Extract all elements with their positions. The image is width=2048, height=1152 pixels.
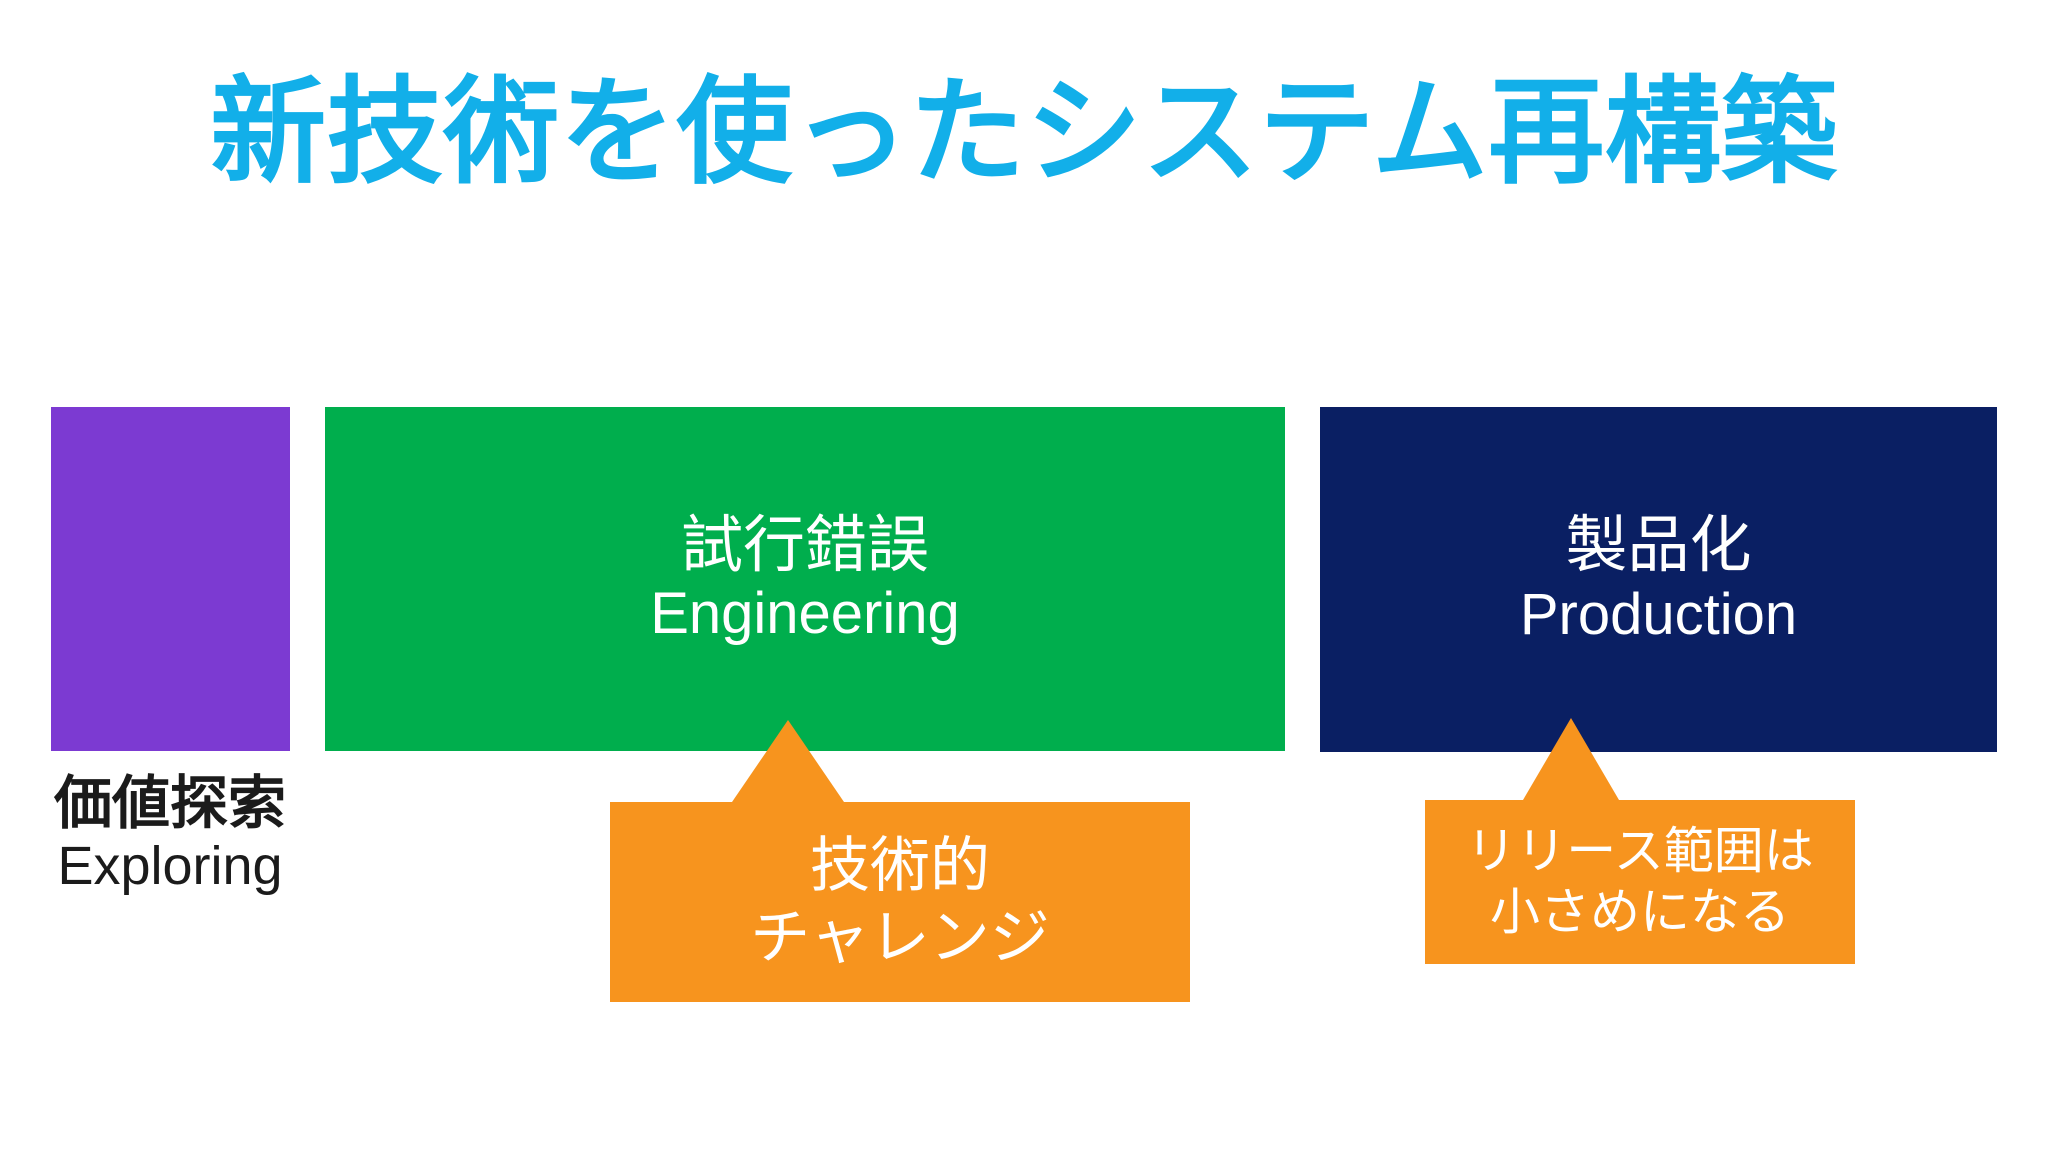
stage-caption-exploring-en: Exploring: [57, 835, 283, 896]
callout-release-scope: リリース範囲は 小さめになる: [1425, 718, 1855, 964]
stage-label-production-jp: 製品化: [1565, 511, 1752, 581]
page-title: 新技術を使ったシステム再構築: [210, 67, 1838, 197]
stage-label-engineering-jp: 試行錯誤: [680, 510, 929, 580]
callout-pointer-up-icon: [1523, 718, 1619, 800]
stage-bar-production: 製品化 Production: [1320, 407, 1997, 752]
callout-technical-challenge-line1: 技術的: [810, 832, 990, 899]
stage-caption-exploring: 価値探索 Exploring: [0, 772, 340, 896]
stage-bar-exploring: [51, 407, 290, 751]
callout-pointer-up-icon: [732, 720, 844, 802]
callout-release-scope-line2: 小さめになる: [1490, 884, 1790, 940]
callout-release-scope-line1: リリース範囲は: [1466, 823, 1814, 879]
callout-technical-challenge-line2: チャレンジ: [750, 904, 1050, 971]
stage-caption-exploring-jp: 価値探索: [53, 771, 286, 836]
stage-label-engineering-en: Engineering: [650, 581, 960, 647]
stage-label-production-en: Production: [1519, 581, 1798, 647]
stage-bar-engineering: 試行錯誤 Engineering: [325, 407, 1285, 751]
callout-technical-challenge: 技術的 チャレンジ: [610, 720, 1190, 1002]
